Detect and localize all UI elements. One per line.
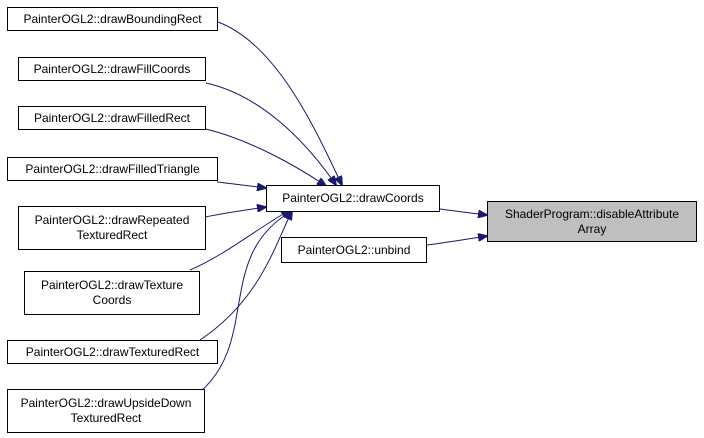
node-drawfilledrect-label: PainterOGL2::drawFilledRect (33, 110, 191, 125)
node-drawtexturedrect[interactable]: PainterOGL2::drawTexturedRect (7, 340, 218, 364)
node-drawboundingrect-label: PainterOGL2::drawBoundingRect (23, 11, 202, 26)
node-drawfillcoords-label: PainterOGL2::drawFillCoords (33, 61, 191, 76)
node-drawupsidedowntexturedrect-label-1: PainterOGL2::drawUpsideDown (20, 396, 192, 410)
node-disableattributearray-label-1: ShaderProgram::disableAttribute (504, 206, 680, 221)
node-unbind[interactable]: PainterOGL2::unbind (281, 237, 427, 263)
node-disableattributearray[interactable]: ShaderProgram::disableAttribute Array (487, 201, 697, 242)
edge-drawcoords-to-disableattributearray (439, 208, 487, 215)
edge-drawfilledtriangle-to-drawcoords (216, 181, 266, 188)
node-drawtexturecoords-label-1: PainterOGL2::drawTexture (40, 278, 184, 292)
edge-drawrepeatedtexturedrect-to-drawcoords (204, 207, 266, 218)
node-drawupsidedowntexturedrect-label-2: TexturedRect (70, 411, 142, 425)
edge-drawboundingrect-to-drawcoords (217, 21, 342, 185)
node-drawtexturedrect-label: PainterOGL2::drawTexturedRect (25, 344, 200, 359)
edge-drawfilledrect-to-drawcoords (205, 128, 326, 186)
node-drawcoords[interactable]: PainterOGL2::drawCoords (266, 185, 440, 212)
edge-drawtexturedrect-to-drawcoords (199, 211, 292, 341)
node-drawrepeatedtexturedrect-label-2: TexturedRect (76, 228, 148, 242)
edge-drawfillcoords-to-drawcoords (205, 82, 336, 185)
node-disableattributearray-label-2: Array (577, 221, 607, 236)
edge-unbind-to-disableattributearray (426, 236, 487, 246)
node-drawfilledtriangle-label: PainterOGL2::drawFilledTriangle (25, 161, 200, 176)
node-drawtexturecoords-label-2: Coords (92, 293, 132, 307)
node-drawupsidedowntexturedrect[interactable]: PainterOGL2::drawUpsideDown TexturedRect (7, 389, 205, 433)
edge-drawtexturecoords-to-drawcoords (189, 210, 290, 271)
node-drawrepeatedtexturedrect-label-1: PainterOGL2::drawRepeated (34, 213, 190, 227)
node-drawtexturecoords[interactable]: PainterOGL2::drawTexture Coords (24, 271, 200, 315)
node-drawfilledrect[interactable]: PainterOGL2::drawFilledRect (18, 106, 206, 130)
node-drawfillcoords[interactable]: PainterOGL2::drawFillCoords (18, 57, 206, 81)
node-drawfilledtriangle[interactable]: PainterOGL2::drawFilledTriangle (7, 157, 218, 181)
node-drawcoords-label: PainterOGL2::drawCoords (282, 191, 424, 205)
node-drawboundingrect[interactable]: PainterOGL2::drawBoundingRect (7, 7, 218, 31)
node-drawrepeatedtexturedrect[interactable]: PainterOGL2::drawRepeated TexturedRect (18, 206, 206, 250)
edge-drawupsidedowntexturedrect-to-drawcoords (199, 211, 292, 393)
node-unbind-label: PainterOGL2::unbind (297, 242, 411, 257)
